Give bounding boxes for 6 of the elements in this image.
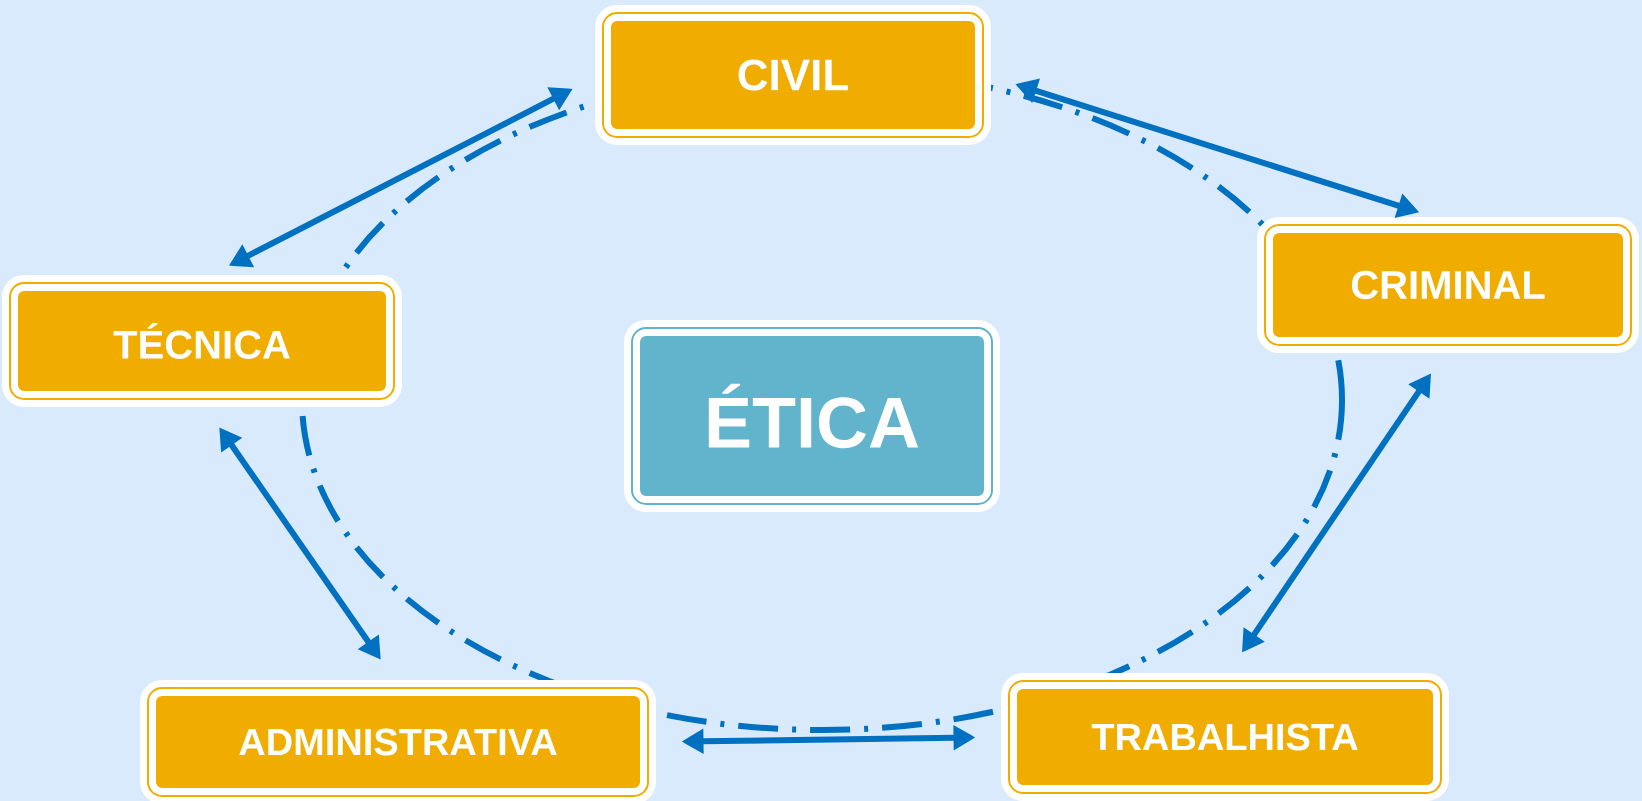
category-box: ADMINISTRATIVA [140,680,656,801]
category-box: CIVIL [595,5,991,145]
center-box: ÉTICA [624,320,1000,512]
category-box: CRIMINAL [1257,217,1639,353]
category-box: TRABALHISTA [1001,673,1449,801]
category-box: TÉCNICA [2,275,402,407]
